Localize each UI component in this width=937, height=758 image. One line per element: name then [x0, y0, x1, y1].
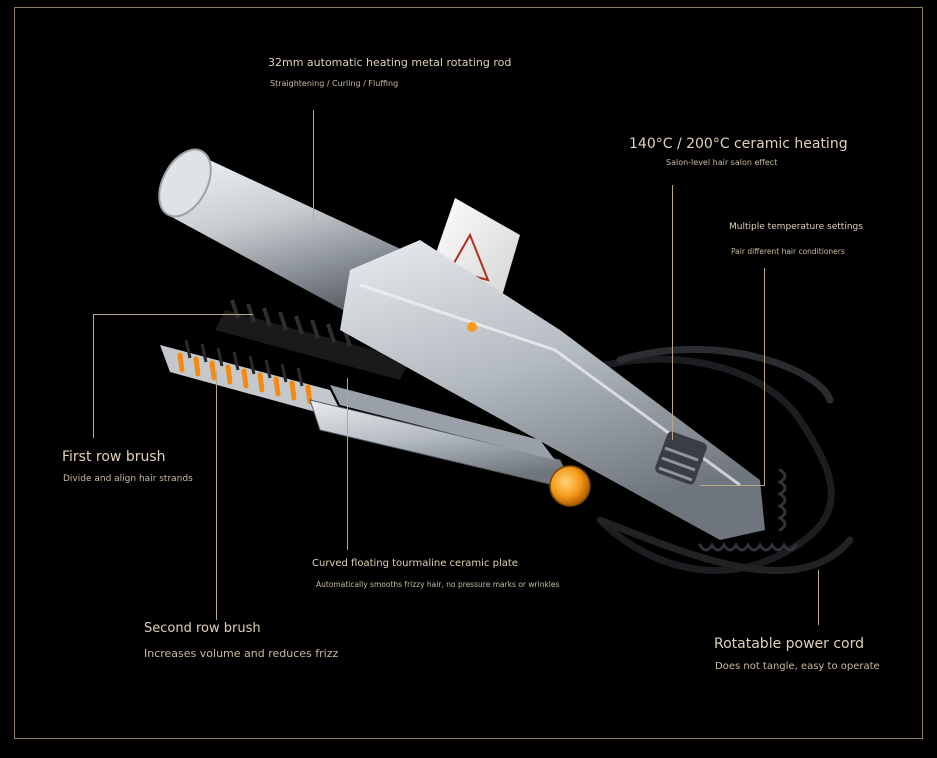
- heating-leader-line: [672, 185, 673, 440]
- temperature-leader-line: [764, 268, 765, 486]
- temperature-subtitle: Pair different hair conditioners: [731, 247, 845, 256]
- first-brush-leader-horizontal: [93, 314, 253, 315]
- cord-title: Rotatable power cord: [714, 636, 865, 652]
- first-brush-leader-vertical: [93, 314, 94, 438]
- indicator-light: [467, 322, 477, 332]
- plate-subtitle: Automatically smooths frizzy hair, no pr…: [316, 580, 560, 589]
- temperature-leader-tick: [700, 485, 765, 486]
- heating-title: 140°C / 200°C ceramic heating: [629, 136, 848, 152]
- cord-subtitle: Does not tangle, easy to operate: [715, 661, 880, 672]
- second-brush-title: Second row brush: [144, 621, 261, 636]
- gold-frame-border: [14, 7, 923, 739]
- handle-body: [340, 240, 765, 540]
- rod-title: 32mm automatic heating metal rotating ro…: [268, 56, 512, 69]
- cord-leader-line: [818, 570, 819, 625]
- plate-leader-line: [347, 378, 348, 550]
- second-brush-subtitle: Increases volume and reduces frizz: [144, 647, 339, 660]
- temperature-slider: [655, 431, 707, 485]
- first-brush-subtitle: Divide and align hair strands: [63, 474, 193, 484]
- heating-subtitle: Salon-level hair salon effect: [666, 158, 778, 167]
- first-brush-title: First row brush: [62, 449, 166, 465]
- rod-subtitle: Straightening / Curling / Fluffing: [270, 79, 399, 88]
- rod-leader-line: [313, 110, 314, 220]
- power-cord: [556, 345, 854, 575]
- temperature-title: Multiple temperature settings: [729, 222, 863, 232]
- power-button: [549, 465, 591, 507]
- second-brush-leader-line: [216, 370, 217, 620]
- plate-title: Curved floating tourmaline ceramic plate: [312, 558, 518, 569]
- brush-rows: [160, 299, 410, 420]
